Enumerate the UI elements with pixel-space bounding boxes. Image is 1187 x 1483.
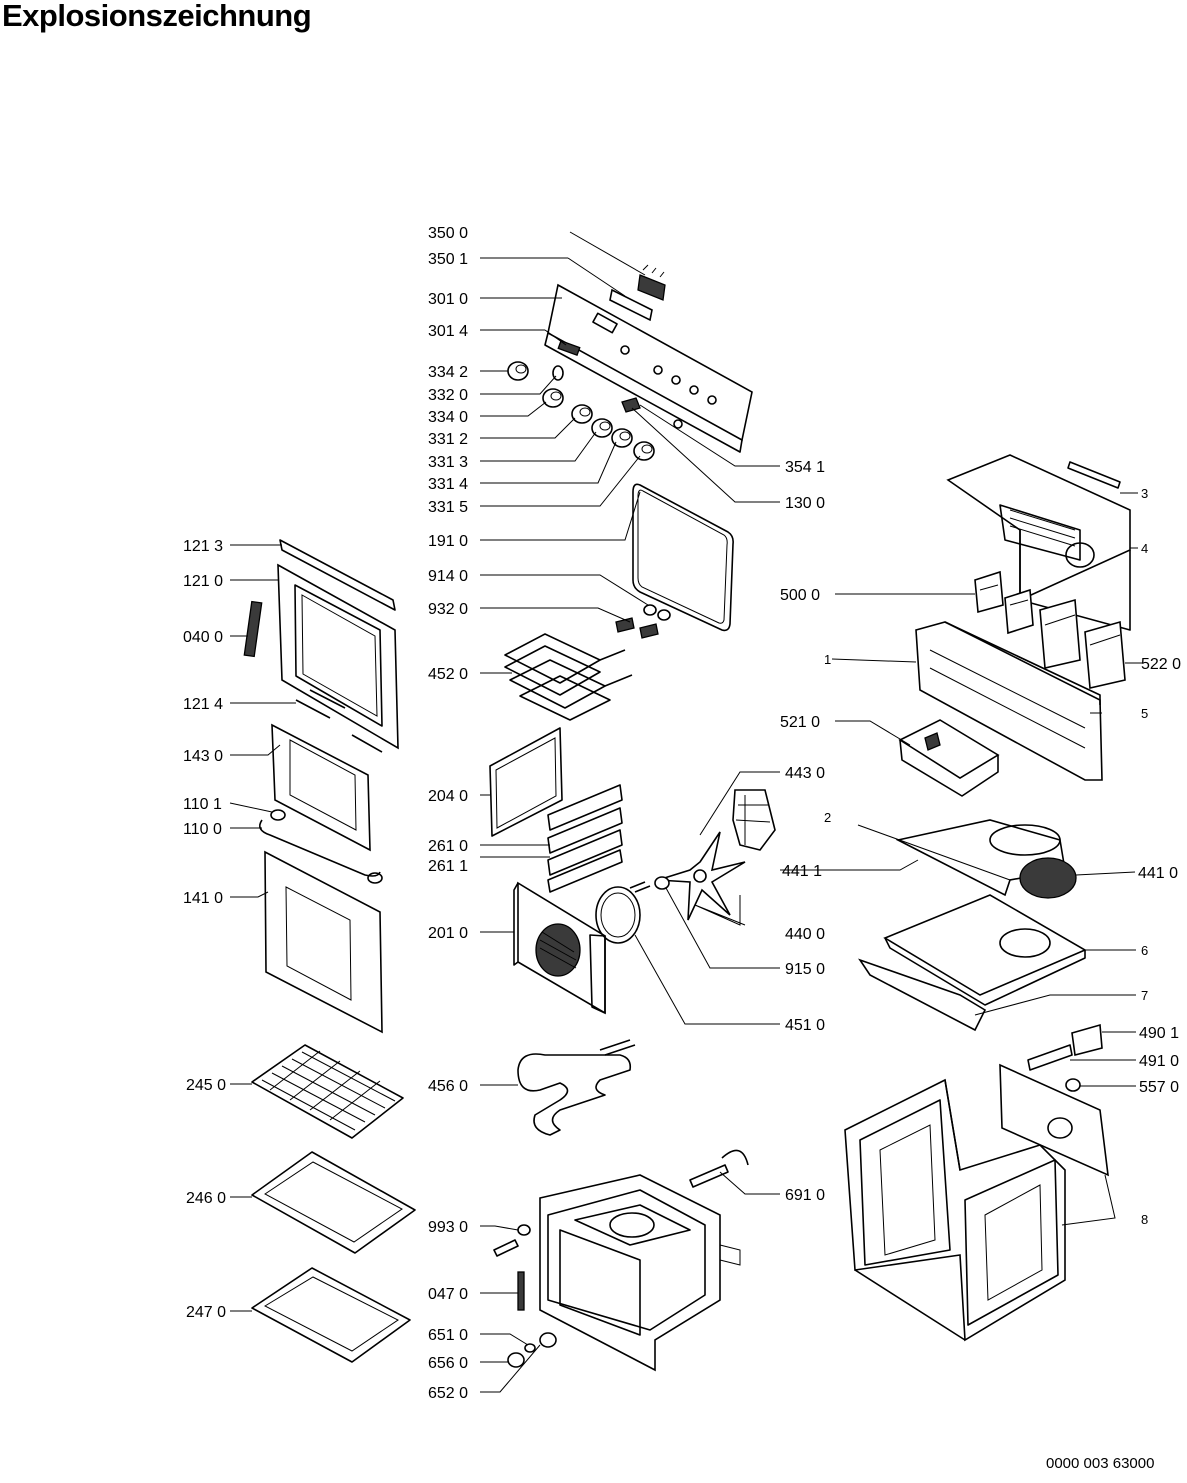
label-item-7: 7 <box>1141 988 1148 1003</box>
label-040-0: 040 0 <box>183 629 223 646</box>
label-121-3: 121 3 <box>183 538 223 555</box>
oven-cavity-drawing <box>539 1174 741 1372</box>
top-cover-drawing <box>946 454 1131 631</box>
electronics-drawing <box>974 570 1126 689</box>
back-panel-drawing <box>513 881 606 1015</box>
springs-drawing <box>615 604 671 639</box>
label-441-1: 441 1 <box>782 863 822 880</box>
label-201-0: 201 0 <box>428 925 468 942</box>
label-914-0: 914 0 <box>428 568 468 585</box>
label-item-6: 6 <box>1141 943 1148 958</box>
label-item-4: 4 <box>1141 541 1148 556</box>
trays-drawing <box>251 1044 416 1363</box>
label-item-2: 2 <box>824 810 831 825</box>
rear-parts-drawing <box>999 1023 1109 1177</box>
label-522-0: 522 0 <box>1141 656 1181 673</box>
label-651-0: 651 0 <box>428 1327 468 1344</box>
fan-housing-drawing <box>857 819 1087 1032</box>
label-245-0: 245 0 <box>186 1077 226 1094</box>
label-item-8: 8 <box>1141 1212 1148 1227</box>
label-item-5: 5 <box>1141 706 1148 721</box>
label-440-0: 440 0 <box>785 926 825 943</box>
label-331-2: 331 2 <box>428 431 468 448</box>
relay-board-drawing <box>898 719 1000 797</box>
label-110-0: 110 0 <box>183 821 222 838</box>
label-191-0: 191 0 <box>428 533 468 550</box>
label-332-0: 332 0 <box>428 387 468 404</box>
page-title: Explosionszeichnung <box>2 0 312 33</box>
label-121-0: 121 0 <box>183 573 223 590</box>
label-item-3: 3 <box>1141 486 1148 501</box>
label-121-4: 121 4 <box>183 696 223 713</box>
label-130-0: 130 0 <box>785 495 825 512</box>
label-521-0: 521 0 <box>780 714 820 731</box>
label-item-1: 1 <box>824 652 831 667</box>
label-500-0: 500 0 <box>780 587 820 604</box>
label-441-0: 441 0 <box>1138 865 1178 882</box>
label-443-0: 443 0 <box>785 765 825 782</box>
probe-drawing <box>689 1149 749 1188</box>
label-261-0: 261 0 <box>428 838 468 855</box>
label-350-1: 350 1 <box>428 251 468 268</box>
front-frame-drawing <box>915 621 1103 781</box>
outer-casing-drawing <box>844 1078 1066 1342</box>
cover-frame-drawing <box>489 727 563 837</box>
lower-heater-drawing <box>517 1039 636 1136</box>
label-456-0: 456 0 <box>428 1078 468 1095</box>
label-451-0: 451 0 <box>785 1017 825 1034</box>
ring-heater-drawing <box>595 881 651 944</box>
label-557-0: 557 0 <box>1139 1079 1179 1096</box>
label-331-4: 331 4 <box>428 476 468 493</box>
label-331-3: 331 3 <box>428 454 468 471</box>
label-301-4: 301 4 <box>428 323 468 340</box>
label-331-5: 331 5 <box>428 499 468 516</box>
label-246-0: 246 0 <box>186 1190 226 1207</box>
label-993-0: 993 0 <box>428 1219 468 1236</box>
label-491-0: 491 0 <box>1139 1053 1179 1070</box>
label-204-0: 204 0 <box>428 788 468 805</box>
grill-element-drawing <box>504 633 633 721</box>
shelf-rails-drawing <box>547 784 623 893</box>
label-652-0: 652 0 <box>428 1385 468 1402</box>
label-915-0: 915 0 <box>785 961 825 978</box>
label-452-0: 452 0 <box>428 666 468 683</box>
label-334-0: 334 0 <box>428 409 468 426</box>
label-354-1: 354 1 <box>785 459 825 476</box>
fan-motor-drawing <box>654 789 776 921</box>
leader-lines <box>229 231 1143 1393</box>
label-691-0: 691 0 <box>785 1187 825 1204</box>
knobs-drawing <box>507 361 655 461</box>
label-047-0: 047 0 <box>428 1286 468 1303</box>
part-labels: 350 0 350 1 301 0 301 4 334 2 332 0 334 … <box>183 225 1181 1402</box>
label-141-0: 141 0 <box>183 890 223 907</box>
label-110-1: 110 1 <box>183 796 222 813</box>
label-334-2: 334 2 <box>428 364 468 381</box>
door-seal-drawing <box>632 483 734 632</box>
document-number: 0000 003 63000 <box>1046 1455 1155 1472</box>
label-247-0: 247 0 <box>186 1304 226 1321</box>
door-assembly-drawing <box>243 539 399 1034</box>
label-143-0: 143 0 <box>183 748 223 765</box>
label-261-1: 261 1 <box>428 858 468 875</box>
control-panel-drawing <box>544 264 753 453</box>
label-932-0: 932 0 <box>428 601 468 618</box>
label-490-1: 490 1 <box>1139 1025 1179 1042</box>
label-656-0: 656 0 <box>428 1355 468 1372</box>
label-301-0: 301 0 <box>428 291 468 308</box>
label-350-0: 350 0 <box>428 225 468 242</box>
